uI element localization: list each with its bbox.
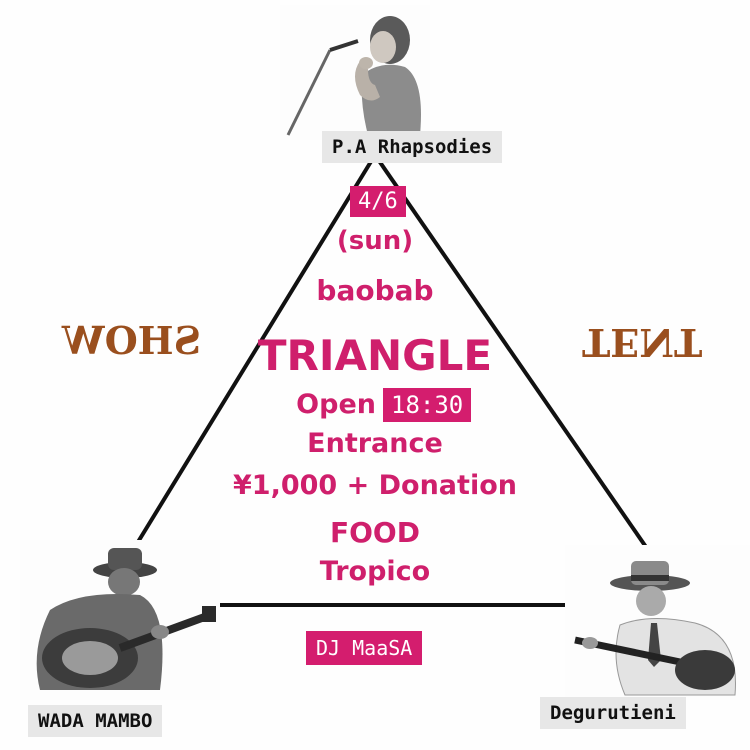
event-entrance-label: Entrance: [307, 428, 443, 459]
event-title: TRIANGLE: [257, 331, 493, 380]
event-food-label: FOOD: [330, 516, 420, 549]
guitarist-photo: [20, 540, 220, 700]
performer-top-label: P.A Rhapsodies: [322, 131, 503, 163]
event-open-time-badge: 18:30: [383, 388, 472, 422]
triangle-left-edge: [128, 153, 377, 557]
singer-photo: [280, 5, 430, 140]
event-food-vendor: Tropico: [319, 556, 431, 587]
performer-bottom-left-label: WADA MAMBO: [28, 705, 163, 737]
triangle-right-edge: [373, 153, 657, 562]
performer-bottom-right-label: Degurutieni: [540, 697, 686, 729]
dj-badge: DJ MaaSA: [306, 631, 423, 665]
event-price: ¥1,000 + Donation: [233, 470, 517, 501]
side-label-right: TENT: [582, 320, 703, 365]
event-date-badge: 4/6: [350, 186, 406, 217]
event-venue: baobab: [316, 274, 434, 307]
side-label-left: SHOW: [62, 318, 202, 363]
event-day: (sun): [336, 226, 414, 256]
guitarist-hat-photo: [565, 545, 750, 700]
event-open-label: Open: [296, 389, 376, 420]
